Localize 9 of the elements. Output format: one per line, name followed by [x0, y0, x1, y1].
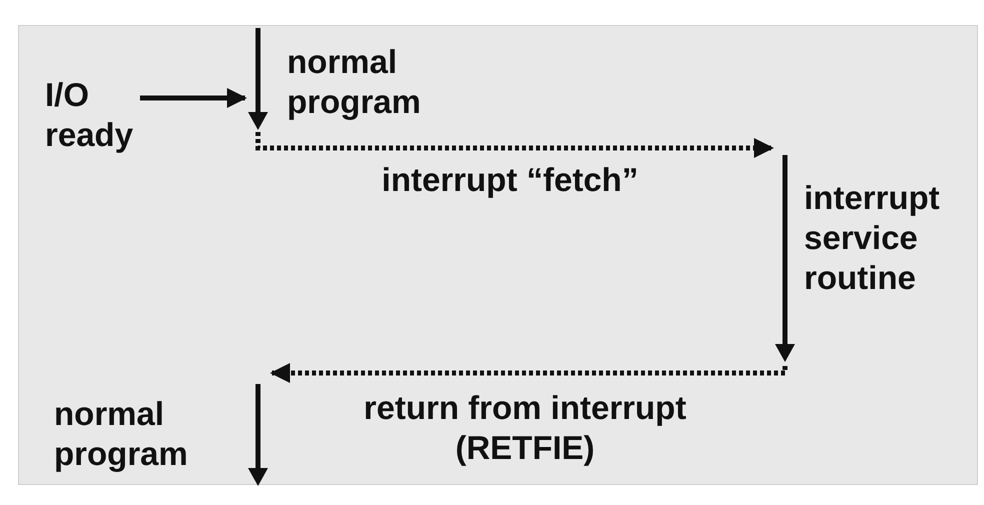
edge-label: return from interrupt (RETFIE): [362, 388, 688, 468]
step-label: interrupt service routine: [804, 178, 941, 298]
step-label: normal program: [54, 394, 189, 474]
step-label: I/O ready: [45, 75, 134, 155]
dotted-arrow: [270, 363, 788, 383]
dotted-arrow: [256, 132, 774, 158]
edge-label: interrupt “fetch”: [380, 160, 640, 200]
arrow: [140, 88, 247, 108]
step-label: normal program: [287, 42, 422, 122]
